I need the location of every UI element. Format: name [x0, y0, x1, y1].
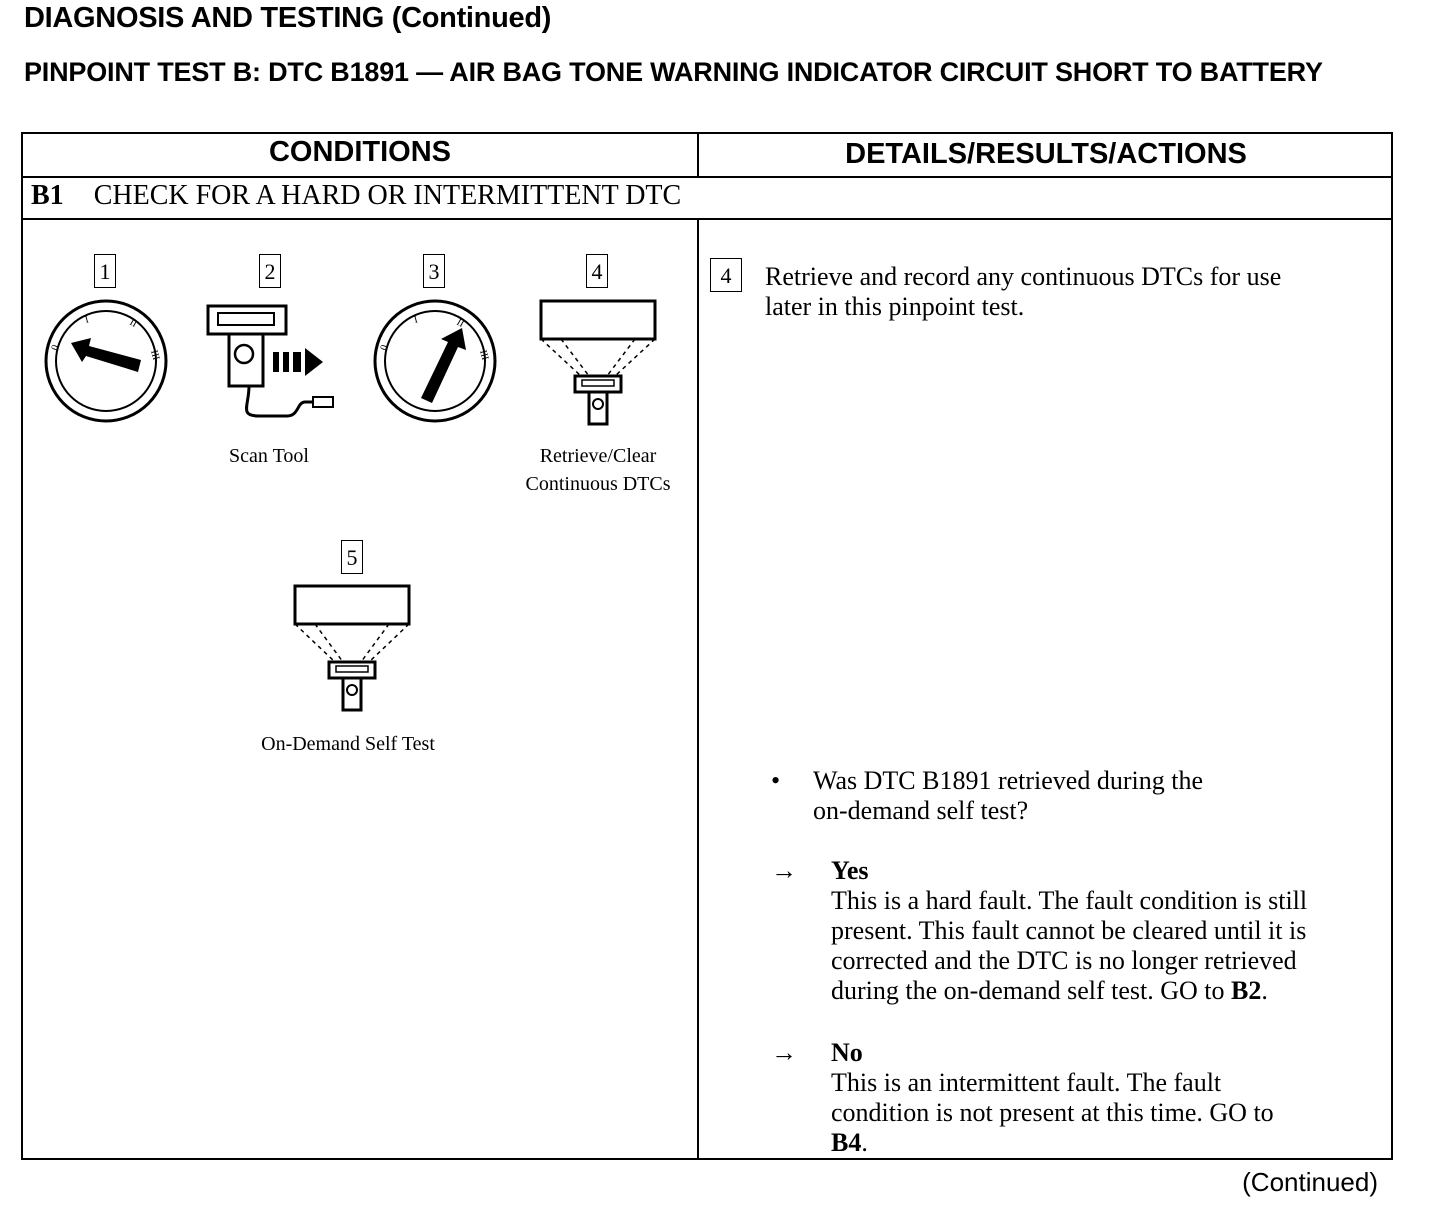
ignition-on-icon: 0 I II III	[373, 299, 497, 423]
instruction-line-1: Retrieve and record any continuous DTCs …	[765, 262, 1282, 291]
step-number-3: 3	[423, 254, 445, 288]
yes-line-3: corrected and the DTC is no longer retri…	[831, 946, 1297, 975]
no-period: .	[861, 1128, 868, 1157]
step-number-2: 2	[259, 254, 281, 288]
continued-footer: (Continued)	[1242, 1167, 1378, 1197]
details-header: DETAILS/RESULTS/ACTIONS	[845, 138, 1247, 170]
no-line-2: condition is not present at this time. G…	[831, 1098, 1274, 1127]
page-title: DIAGNOSIS AND TESTING (Continued)	[24, 2, 552, 34]
retrieve-clear-caption-line-1: Retrieve/Clear	[539, 445, 657, 467]
no-arrow-icon: →	[771, 1038, 797, 1067]
header-column-divider	[697, 134, 699, 178]
step-number-5: 5	[341, 540, 363, 574]
svg-text:I: I	[84, 314, 90, 325]
scan-tool-connect-icon	[206, 304, 334, 418]
question-line-1: Was DTC B1891 retrieved during the	[813, 766, 1203, 795]
no-label: No	[831, 1038, 863, 1067]
step-heading: B1 CHECK FOR A HARD OR INTERMITTENT DTC	[31, 180, 681, 212]
step-number-4: 4	[586, 254, 608, 288]
no-goto-link: B4	[831, 1128, 862, 1157]
step-title: CHECK FOR A HARD OR INTERMITTENT DTC	[93, 180, 682, 211]
question-text: Was DTC B1891 retrieved during the on-de…	[813, 766, 1373, 826]
yes-goto-link: B2	[1231, 976, 1262, 1005]
svg-text:II: II	[128, 317, 139, 330]
yes-line-4: during the on-demand self test. GO to B2…	[831, 976, 1391, 1006]
step-id: B1	[31, 180, 64, 211]
yes-arrow-icon: →	[771, 856, 797, 885]
scan-tool-caption: Scan Tool	[229, 445, 309, 467]
ignition-off-icon: 0 I II III	[44, 299, 168, 423]
step-divider	[23, 218, 1391, 220]
step-number-1: 1	[94, 254, 116, 288]
yes-line-1: This is a hard fault. The fault conditio…	[831, 886, 1308, 915]
no-line-1: This is an intermittent fault. The fault	[831, 1068, 1222, 1097]
svg-text:0: 0	[378, 344, 390, 352]
svg-text:I: I	[413, 314, 419, 325]
svg-text:III: III	[148, 349, 161, 362]
svg-text:0: 0	[49, 344, 61, 352]
on-demand-self-test-caption: On-Demand Self Test	[261, 733, 435, 755]
no-result: No This is an intermittent fault. The fa…	[831, 1038, 1391, 1158]
question-line-2: on-demand self test?	[813, 796, 1029, 825]
scan-tool-display-icon	[293, 584, 411, 712]
yes-label: Yes	[831, 856, 869, 885]
test-title: PINPOINT TEST B: DTC B1891 — AIR BAG TON…	[24, 57, 1323, 87]
instruction-line-2: later in this pinpoint test.	[765, 292, 1025, 321]
svg-text:II: II	[455, 317, 466, 330]
yes-line-4-text: during the on-demand self test. GO to	[831, 976, 1232, 1005]
conditions-header: CONDITIONS	[268, 136, 452, 168]
retrieve-clear-caption-line-2: Continuous DTCs	[525, 473, 671, 495]
question-bullet: •	[771, 766, 781, 795]
instruction-text: Retrieve and record any continuous DTCs …	[765, 262, 1385, 322]
yes-result: Yes This is a hard fault. The fault cond…	[831, 856, 1391, 1006]
details-step-number: 4	[710, 258, 742, 292]
svg-text:III: III	[477, 349, 490, 362]
header-divider	[23, 176, 1391, 178]
retrieve-clear-caption: Retrieve/Clear Continuous DTCs	[503, 442, 693, 498]
scan-tool-display-icon	[539, 299, 657, 426]
yes-period: .	[1261, 976, 1268, 1005]
no-line-3: B4.	[831, 1128, 1391, 1158]
pinpoint-test-table: CONDITIONS DETAILS/RESULTS/ACTIONS B1 CHE…	[21, 132, 1393, 1160]
yes-line-2: present. This fault cannot be cleared un…	[831, 916, 1307, 945]
body-column-divider	[697, 218, 699, 1158]
